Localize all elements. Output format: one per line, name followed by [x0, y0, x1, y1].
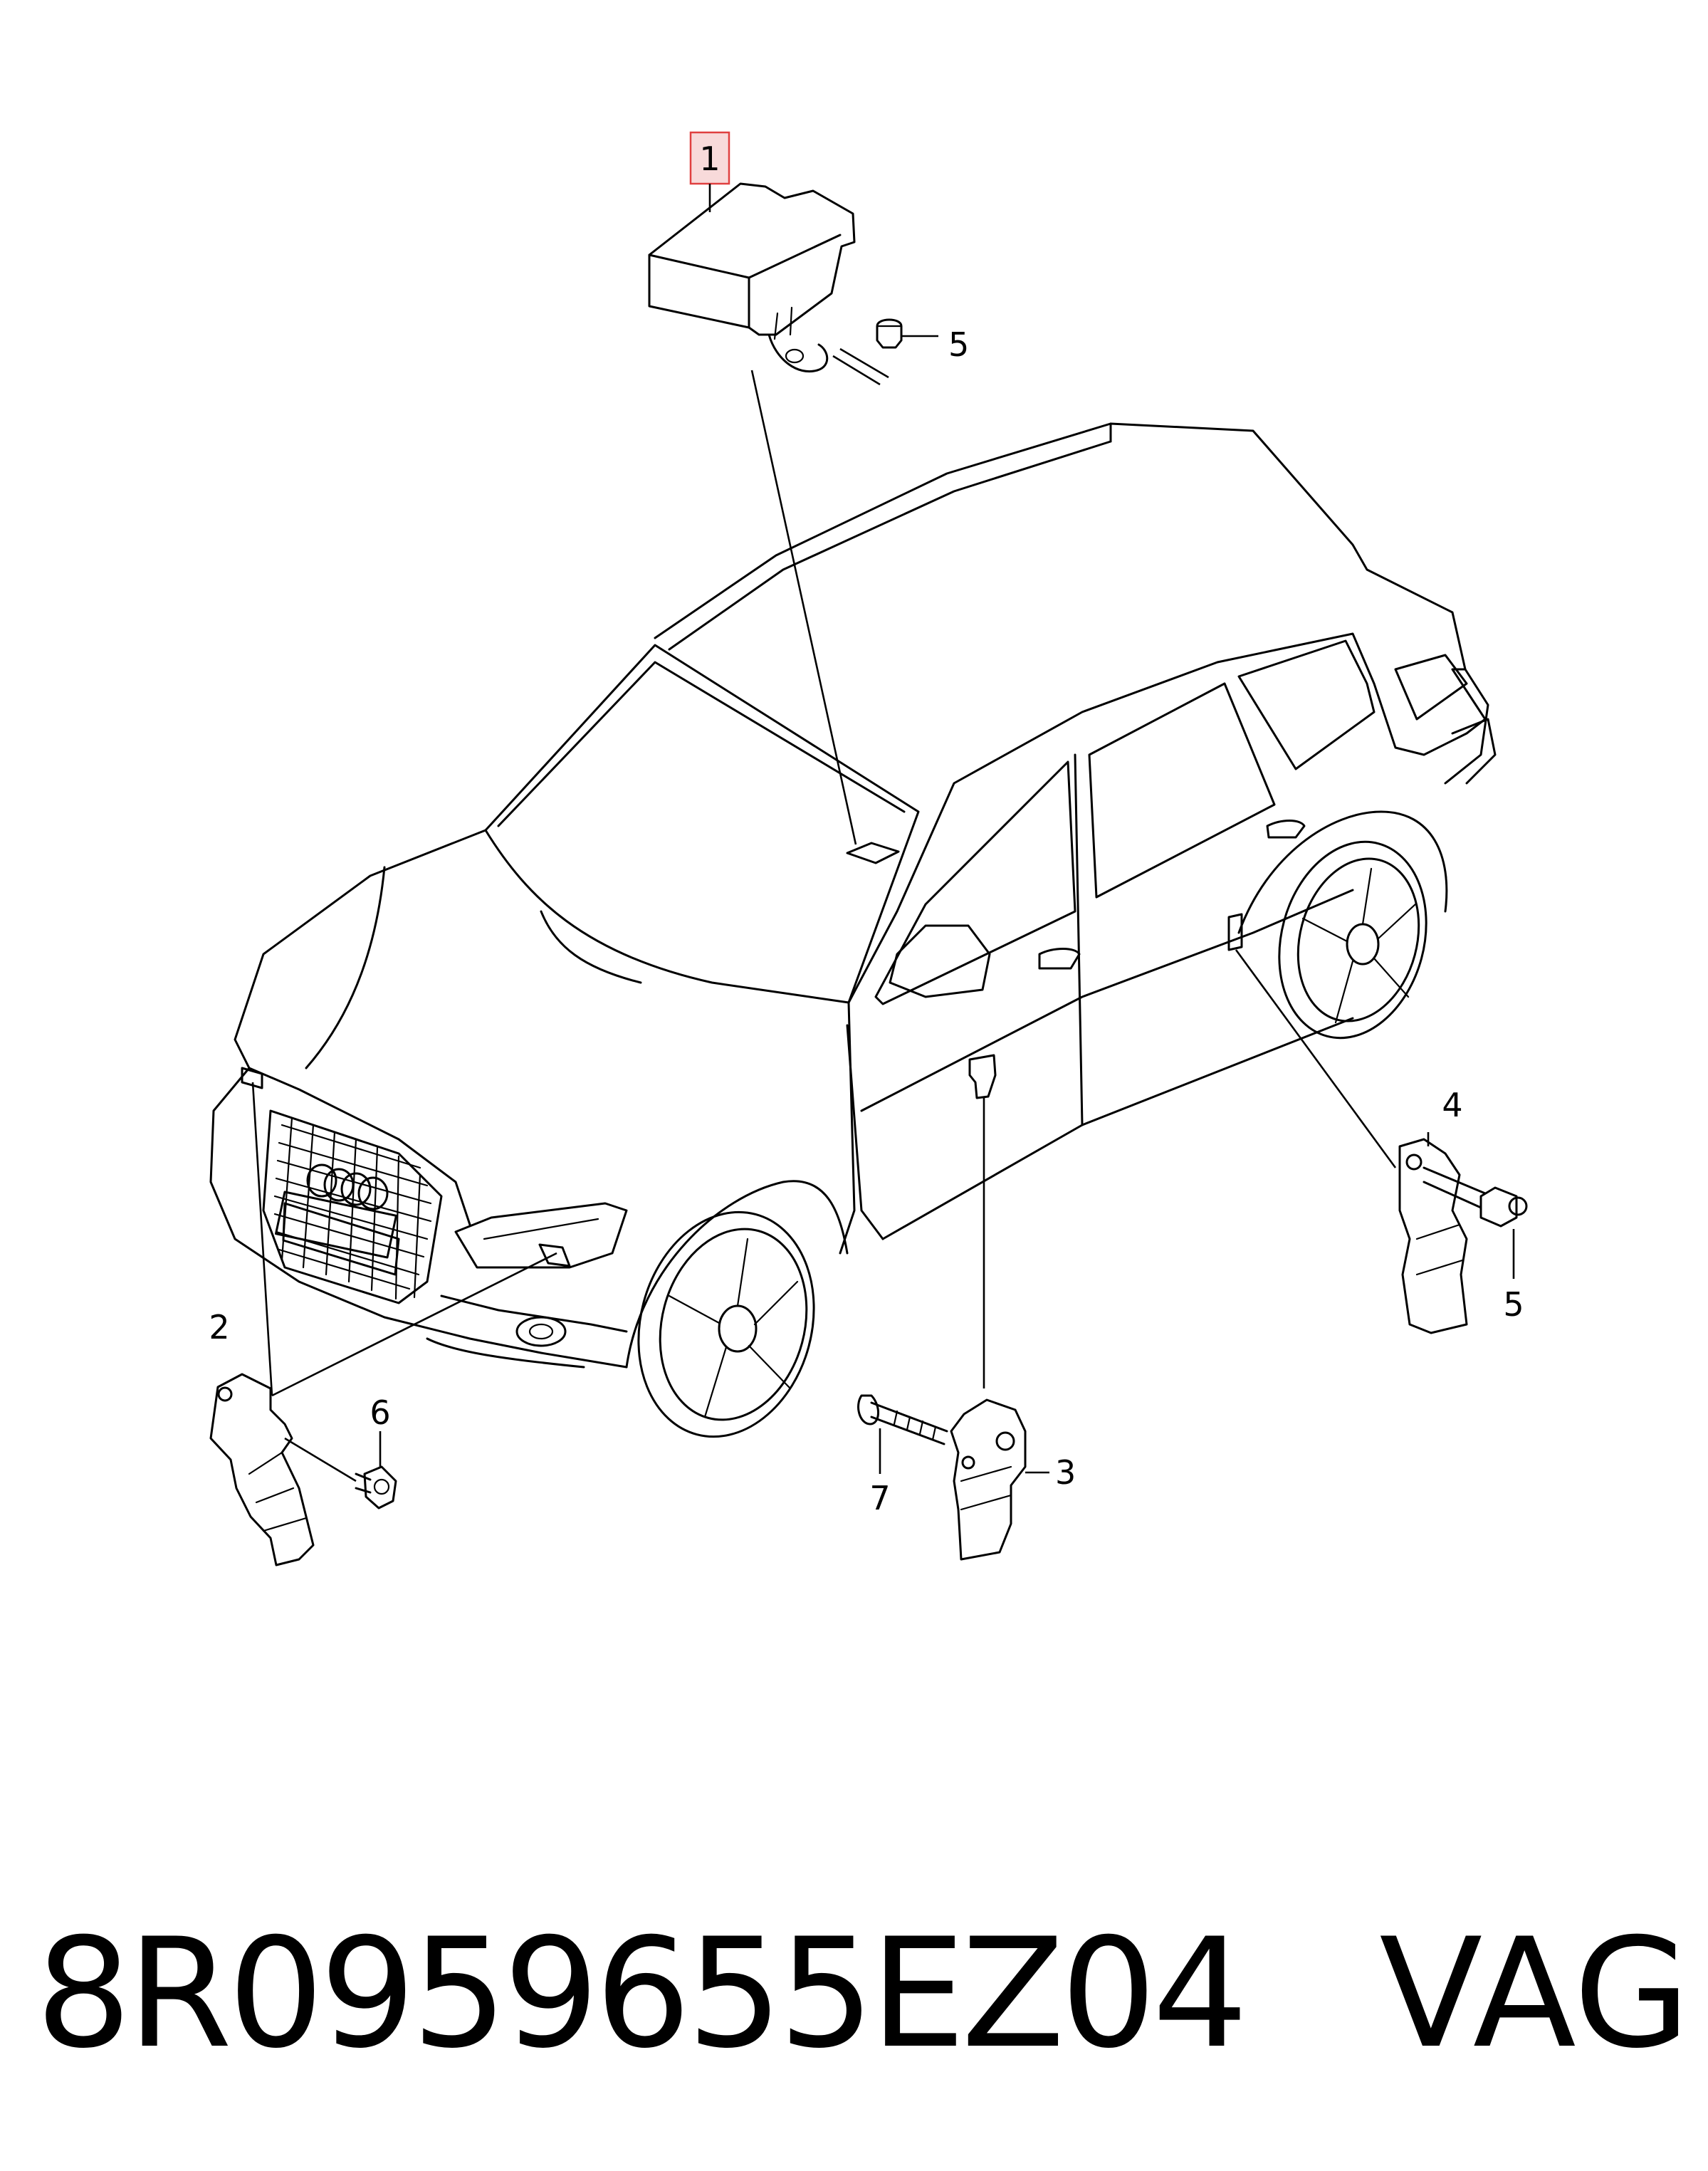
part-number: 8R0959655EZ04	[36, 1905, 1248, 2081]
brand-label: VAG	[1379, 1905, 1691, 2081]
callout-5-side-label: 5	[1503, 1285, 1524, 1324]
callout-2-label: 2	[209, 1308, 229, 1346]
car-body	[209, 422, 1497, 1438]
leader-1	[750, 370, 857, 845]
callout-5-top-label: 5	[948, 325, 969, 364]
callout-3-label: 3	[1055, 1453, 1076, 1492]
front-crash-sensor	[209, 1373, 397, 1566]
leader-4	[1235, 949, 1397, 1168]
footer: 8R0959655EZ04 VAG	[36, 1887, 1690, 2101]
airbag-control-unit	[648, 182, 856, 372]
callout-6-label: 6	[370, 1393, 390, 1432]
b-pillar-crash-sensor	[857, 1394, 1049, 1561]
callout-1-label: 1	[699, 140, 720, 178]
callout-4-label: 4	[1442, 1086, 1462, 1124]
callout-7-label: 7	[869, 1479, 890, 1517]
leader-2a	[251, 1082, 273, 1396]
callout-1: 1	[689, 131, 730, 212]
leader-2b	[271, 1252, 557, 1397]
nut-top	[832, 318, 938, 386]
c-pillar-crash-sensor	[1398, 1132, 1528, 1334]
audi-rings-logo	[306, 1163, 389, 1210]
